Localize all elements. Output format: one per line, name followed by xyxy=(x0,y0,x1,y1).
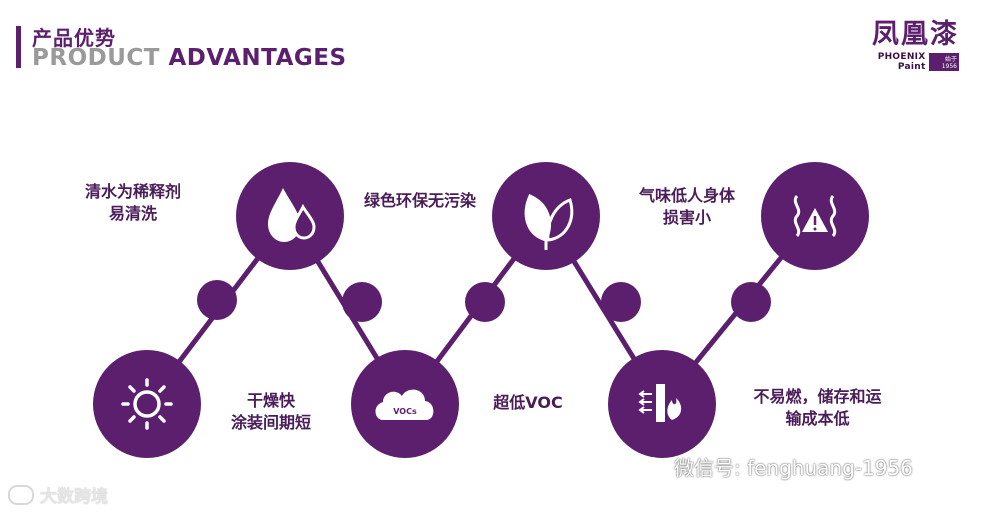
watermark-right: 微信号: fenghuang-1956 xyxy=(642,452,913,481)
feature-label-vocs: 超低VOC xyxy=(478,392,578,414)
feature-node-water xyxy=(236,162,344,270)
vocs-icon-text: VOCs xyxy=(393,407,417,416)
feature-label-line: 易清洗 xyxy=(108,204,157,223)
watermark-left: 大数跨境 xyxy=(8,482,108,507)
title-chinese: 产品优势 xyxy=(32,26,116,50)
feature-node-odor xyxy=(761,162,869,270)
feature-label-line: 气味低人身体 xyxy=(638,186,735,205)
feature-label-line: 不易燃，储存和运 xyxy=(753,387,882,406)
title-english: PRODUCT ADVANTAGES xyxy=(32,45,347,71)
connector-dot xyxy=(342,282,382,322)
connector-dot xyxy=(601,282,641,322)
logo-text-cn: 凤凰漆 xyxy=(872,19,959,50)
feature-label-line: 涂装间期短 xyxy=(230,413,311,432)
sun-icon xyxy=(121,378,173,430)
feature-node-sun xyxy=(93,350,201,458)
connector-dot xyxy=(465,282,505,322)
feature-label-water: 清水为稀释剂 易清洗 xyxy=(78,181,188,225)
title-english-gray: PRODUCT xyxy=(32,45,160,71)
vocs-cloud-icon: VOCs xyxy=(375,389,434,420)
feature-label-line: 清水为稀释剂 xyxy=(84,182,181,201)
logo-since-badge: 始于1956 xyxy=(928,53,959,71)
feature-label-leaf: 绿色环保无污染 xyxy=(355,190,485,212)
feature-label-line: 输成本低 xyxy=(785,409,850,428)
feature-label-line: 干燥快 xyxy=(246,391,295,410)
feature-label-sun: 干燥快 涂装间期短 xyxy=(216,390,326,434)
fire-barrier-icon xyxy=(638,384,682,422)
water-drops-icon xyxy=(268,188,316,242)
brand-watermark-icon xyxy=(8,484,34,505)
title-accent-bar xyxy=(16,26,21,68)
connector-dot xyxy=(731,282,771,322)
wechat-icon xyxy=(642,456,668,477)
feature-label-line: 超低VOC xyxy=(493,393,563,412)
leaf-icon xyxy=(524,194,574,250)
watermark-right-text: 微信号: fenghuang-1956 xyxy=(674,456,913,480)
feature-label-line: 损害小 xyxy=(662,208,711,227)
feature-label-line: 绿色环保无污染 xyxy=(363,191,476,210)
watermark-left-text: 大数跨境 xyxy=(40,487,108,507)
odor-warning-icon xyxy=(793,195,837,237)
feature-label-fire: 不易燃，储存和运 输成本低 xyxy=(735,386,900,430)
feature-node-fire xyxy=(608,350,716,458)
feature-label-odor: 气味低人身体 损害小 xyxy=(622,185,752,229)
brand-logo: 凤凰漆 PHOENIX Paint 始于1956 xyxy=(849,20,959,72)
title-english-purple: ADVANTAGES xyxy=(168,45,347,71)
feature-node-vocs: VOCs xyxy=(351,350,459,458)
feature-node-leaf xyxy=(492,162,600,270)
logo-en-row: PHOENIX Paint 始于1956 xyxy=(849,52,959,72)
connector-dot xyxy=(197,280,237,320)
logo-text-en: PHOENIX Paint xyxy=(877,52,926,72)
